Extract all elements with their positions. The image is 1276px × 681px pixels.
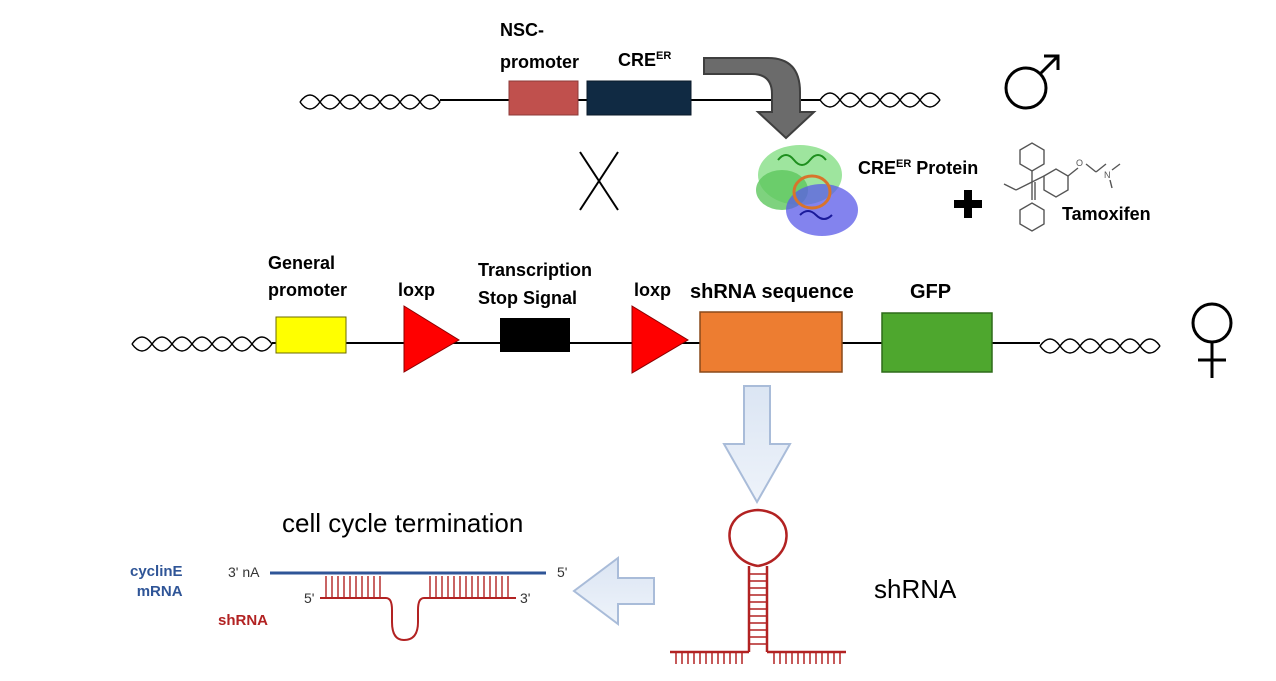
cre-er-label-sup: ER <box>656 50 672 62</box>
general-promoter-box <box>275 316 347 354</box>
dna-coil-right-male-2 <box>819 92 941 108</box>
dna-coil-left-male-2 <box>299 94 441 110</box>
tamoxifen-structure: O N <box>1003 142 1121 232</box>
dna-coil-right-female-2 <box>1039 338 1161 354</box>
cre-er-protein-label-sup: ER <box>896 158 912 170</box>
shrna-hairpin <box>670 508 846 664</box>
mrna-shrna-duplex <box>270 571 546 642</box>
shrna-strand-label: shRNA <box>218 612 269 629</box>
loxp-label-1: loxp <box>398 280 436 300</box>
mrna-3-prime-end: 3' nA <box>228 564 260 580</box>
general-promoter-label: General promoter <box>268 253 348 300</box>
shrna-hairpin-label: shRNA <box>874 574 957 604</box>
cre-er-protein-label-suffix: Protein <box>911 158 979 178</box>
dna-coil-left-female-2 <box>131 336 273 352</box>
cre-er-protein-structure <box>756 145 858 236</box>
cre-er-label-main: CRE <box>618 50 657 70</box>
male-construct <box>299 80 941 116</box>
mrna-5-prime-end: 5' <box>557 564 568 580</box>
transcription-down-arrow <box>722 385 792 505</box>
stop-signal-label: Transcription Stop Signal <box>478 260 593 308</box>
shrna-5-prime-end: 5' <box>304 590 315 606</box>
female-construct <box>131 305 1161 374</box>
stop-signal-box <box>500 318 570 352</box>
shrna-sequence-box <box>699 311 843 373</box>
female-symbol-icon <box>1191 302 1233 378</box>
loxp-label-2: loxp <box>634 280 672 300</box>
tamoxifen-label: Tamoxifen <box>1062 204 1151 224</box>
cre-er-label: CREER <box>618 44 671 72</box>
loxp-triangle-2 <box>631 305 689 374</box>
shrna-sequence-label: shRNA sequence <box>690 281 854 303</box>
nsc-promoter-label: NSC- promoter <box>500 20 580 72</box>
svg-text:O: O <box>1076 158 1083 168</box>
svg-text:N: N <box>1104 170 1111 180</box>
loxp-triangle-1 <box>403 305 460 373</box>
nsc-promoter-box <box>508 80 579 116</box>
dna-coil-left-female <box>131 336 273 352</box>
cyclin-e-mrna-label: cyclinE mRNA <box>130 563 183 600</box>
dna-coil-left-male <box>299 94 441 110</box>
cross-icon <box>579 151 619 211</box>
cre-er-protein-label-main: CRE <box>858 158 897 178</box>
shrna-3-prime-end: 3' <box>520 590 531 606</box>
expression-arrow <box>703 57 817 140</box>
silencing-left-arrow <box>572 556 655 626</box>
cre-er-protein-label: CREER Protein <box>858 152 978 180</box>
duplex-title: cell cycle termination <box>282 508 524 538</box>
gfp-label: GFP <box>910 281 952 303</box>
shrna-strand <box>320 576 516 642</box>
plus-icon <box>954 190 982 218</box>
male-symbol-icon <box>1004 54 1060 110</box>
cre-er-box <box>586 80 692 116</box>
gfp-box <box>881 312 993 373</box>
